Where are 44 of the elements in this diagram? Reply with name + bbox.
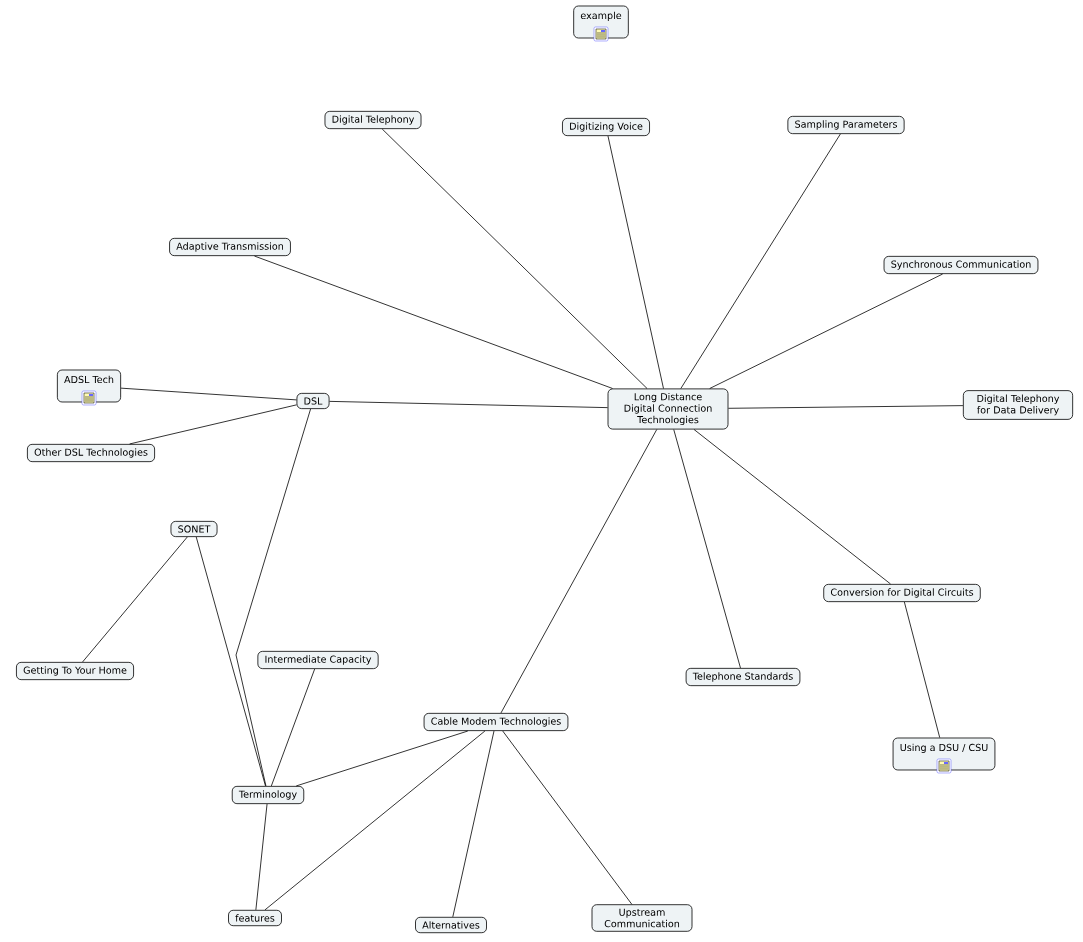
topic-box: Terminology: [231, 785, 305, 805]
connector-line: [270, 668, 316, 787]
topic-box: ADSL Tech: [56, 369, 122, 403]
connector-line: [129, 404, 297, 445]
topic-box: features: [228, 909, 282, 927]
connector-line: [680, 133, 841, 389]
connector-line: [381, 128, 648, 389]
connector-line: [673, 429, 741, 669]
topic-box: Telephone Standards: [685, 667, 801, 687]
connector-line: [502, 730, 633, 905]
topic-box: example: [573, 5, 629, 39]
topic-box: Intermediate Capacity: [257, 650, 379, 670]
topic-box: Upstream Communication: [591, 904, 693, 932]
connector-line: [120, 387, 297, 401]
connector-line: [255, 803, 268, 911]
connector-line: [607, 135, 664, 389]
connector-line: [254, 255, 613, 389]
topic-box: Digital Telephony for Data Delivery: [962, 390, 1074, 420]
topic-box: SONET: [170, 520, 218, 538]
connector-line: [693, 429, 891, 585]
topic-box: Synchronous Communication: [883, 255, 1039, 275]
topic-box: Digitizing Voice: [562, 117, 650, 137]
connector-line: [235, 408, 311, 787]
connector-line: [903, 601, 941, 738]
connector-line: [295, 730, 469, 787]
topic-box: Using a DSU / CSU: [892, 737, 996, 771]
topic-box: Digital Telephony: [324, 110, 422, 130]
connector-line: [728, 405, 964, 409]
connector-line: [82, 536, 188, 663]
topic-box: Other DSL Technologies: [27, 443, 155, 463]
connector-line: [500, 429, 658, 714]
topic-box: Sampling Parameters: [787, 115, 905, 135]
connector-line: [452, 730, 495, 918]
topic-box: Getting To Your Home: [16, 661, 134, 681]
topic-box: Conversion for Digital Circuits: [823, 583, 981, 603]
connector-line: [329, 400, 608, 409]
topic-box: DSL: [296, 392, 330, 410]
topic-box: Adaptive Transmission: [169, 237, 291, 257]
connector-line: [709, 273, 943, 389]
connector-line: [264, 730, 486, 911]
topic-box: Long Distance Digital Connection Technologies: [607, 388, 729, 430]
connector-line: [195, 536, 266, 787]
topic-box: Cable Modem Technologies: [423, 712, 569, 732]
topic-box: Alternatives: [415, 916, 487, 934]
